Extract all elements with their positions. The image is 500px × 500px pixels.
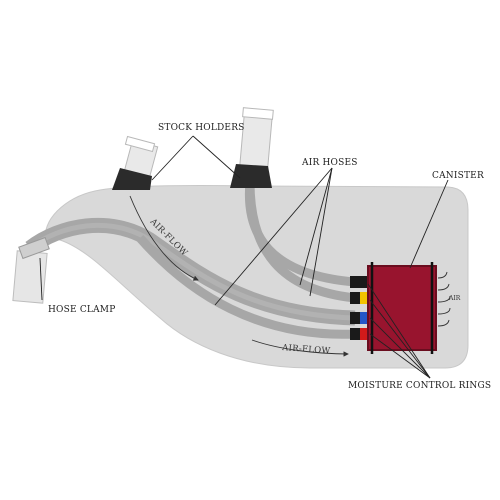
hose-end-4 <box>350 328 360 340</box>
airflow-arrow-top <box>129 195 199 281</box>
label-canister: CANISTER <box>432 171 484 181</box>
hose-end-3 <box>350 312 360 324</box>
label-air-hoses: AIR HOSES <box>301 158 358 168</box>
hose-end-1 <box>350 276 360 288</box>
ring-black <box>360 276 368 288</box>
lower-hose <box>136 235 356 339</box>
label-airflow-bottom: AIR-FLOW <box>281 343 331 356</box>
hose-end-2 <box>350 292 360 304</box>
stock-holder-right <box>230 107 274 188</box>
hose-clamp <box>18 236 50 260</box>
left-tube <box>12 236 50 304</box>
label-moisture-control-rings: MOISTURE CONTROL RINGS <box>348 381 491 391</box>
air-outlet-arrows <box>437 271 451 327</box>
stock-holder-left <box>112 135 159 190</box>
leader-lines <box>39 135 449 379</box>
airflow-arrow-bottom <box>251 339 349 357</box>
ring-yellow <box>360 292 368 304</box>
label-air: AIR <box>448 295 461 302</box>
ring-blue <box>360 312 368 324</box>
ring-red <box>360 328 368 340</box>
label-hose-clamp: HOSE CLAMP <box>48 305 115 315</box>
label-stock-holders: STOCK HOLDERS <box>158 123 245 133</box>
canister <box>367 265 437 351</box>
air-hose-2 <box>245 181 356 303</box>
